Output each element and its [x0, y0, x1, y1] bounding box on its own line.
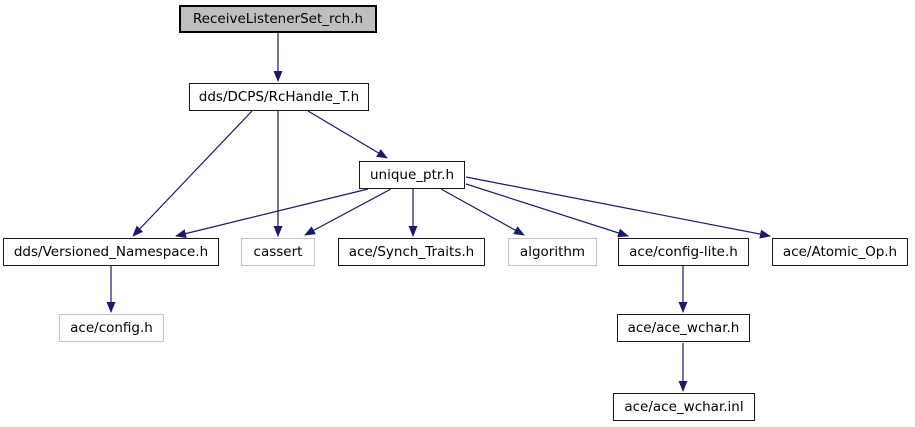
- node-receive-listener-set-rch-h: ReceiveListenerSet_rch.h: [179, 5, 377, 33]
- node-label: algorithm: [519, 244, 586, 260]
- edge-unique-ptr-h--cassert: [304, 188, 392, 236]
- edge-unique-ptr-h--algorithm: [440, 188, 525, 236]
- node-label: ace/Synch_Traits.h: [348, 244, 475, 260]
- edge-dds-dcps-rchandle-t-h--dds-versioned-namespace-h: [132, 110, 253, 237]
- node-label: ace/config-lite.h: [629, 244, 738, 260]
- edge-unique-ptr-h--dds-versioned-namespace-h: [175, 188, 369, 238]
- node-ace-synch-traits-h[interactable]: ace/Synch_Traits.h: [338, 238, 485, 266]
- node-label: dds/DCPS/RcHandle_T.h: [198, 89, 360, 105]
- edge-unique-ptr-h--ace-config-lite-h: [465, 183, 629, 238]
- node-cassert: cassert: [241, 238, 315, 266]
- node-label: unique_ptr.h: [369, 167, 455, 183]
- node-dds-dcps-rchandle-t-h[interactable]: dds/DCPS/RcHandle_T.h: [189, 83, 369, 111]
- node-label: ace/ace_wchar.inl: [624, 399, 744, 415]
- node-ace-atomic-op-h[interactable]: ace/Atomic_Op.h: [772, 238, 908, 266]
- node-label: dds/Versioned_Namespace.h: [13, 244, 209, 260]
- node-unique-ptr-h[interactable]: unique_ptr.h: [359, 161, 465, 189]
- node-algorithm: algorithm: [508, 238, 597, 266]
- node-label: cassert: [253, 244, 303, 260]
- node-label: ace/config.h: [70, 320, 153, 336]
- node-dds-versioned-namespace-h[interactable]: dds/Versioned_Namespace.h: [3, 238, 219, 266]
- edge-unique-ptr-h--ace-atomic-op-h: [465, 176, 771, 239]
- node-label: ace/Atomic_Op.h: [782, 244, 898, 260]
- node-ace-ace-wchar-inl[interactable]: ace/ace_wchar.inl: [613, 393, 755, 421]
- node-ace-config-h: ace/config.h: [59, 314, 164, 342]
- node-label: ace/ace_wchar.h: [627, 320, 740, 336]
- edge-dds-dcps-rchandle-t-h--unique-ptr-h: [307, 110, 388, 159]
- node-ace-ace-wchar-h[interactable]: ace/ace_wchar.h: [617, 314, 750, 342]
- node-ace-config-lite-h[interactable]: ace/config-lite.h: [618, 238, 749, 266]
- node-label: ReceiveListenerSet_rch.h: [192, 11, 364, 27]
